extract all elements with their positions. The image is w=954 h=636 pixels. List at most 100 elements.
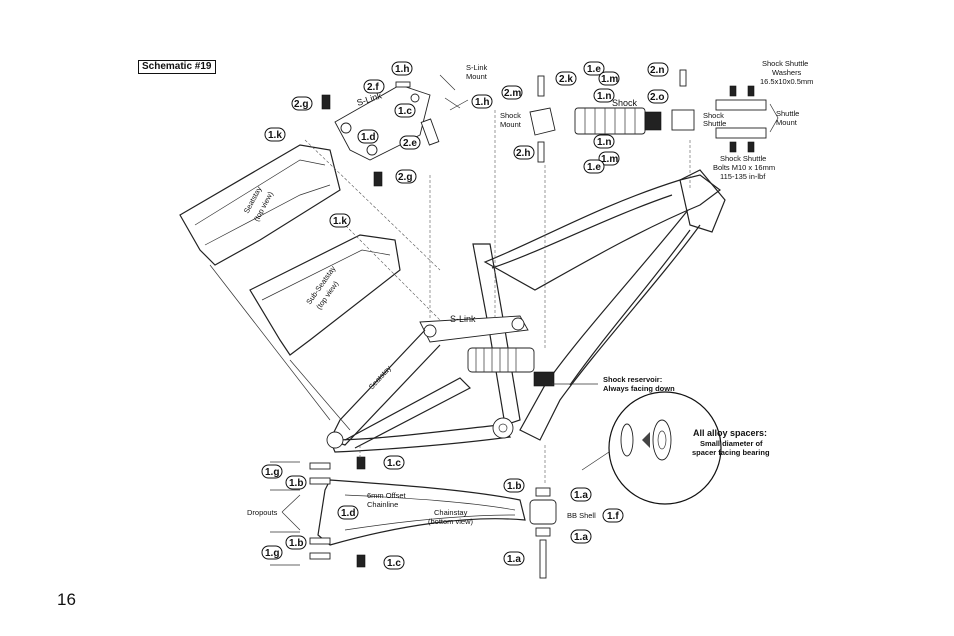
callout-1a-mid: 1.a bbox=[570, 529, 592, 544]
svg-text:2.n: 2.n bbox=[650, 65, 664, 76]
sub-seatstay-assembled bbox=[344, 377, 472, 449]
bb-shell-core bbox=[498, 423, 508, 433]
callout-1c-chainstay-top: 1.c bbox=[383, 455, 405, 470]
sub-seatstay-top-view bbox=[249, 234, 401, 356]
svg-text:1.c: 1.c bbox=[387, 558, 401, 569]
dropout-hardware-1 bbox=[309, 462, 331, 470]
chainstay-label-1: Chainstay bbox=[434, 508, 468, 517]
seatstay-top-view bbox=[179, 144, 341, 266]
dropout-hardware-4 bbox=[309, 552, 331, 560]
chainstay-body bbox=[317, 479, 526, 546]
s-link-hole-a bbox=[340, 122, 352, 134]
svg-text:2.f: 2.f bbox=[367, 82, 379, 93]
shock-reservoir bbox=[533, 371, 555, 387]
s-link-hole-b bbox=[366, 144, 378, 156]
chainstay-inner-top bbox=[344, 494, 516, 511]
bolt-2f bbox=[395, 81, 411, 88]
rear-dropout-assembled bbox=[326, 431, 344, 449]
bb-bearing-bottom bbox=[535, 527, 551, 537]
shock-reservoir-label-1: Shock reservoir: bbox=[603, 375, 662, 384]
callouts: 1.h 2.f 1.h 2.g 1.c 1.k 1.d 2.e 2.g 1.k … bbox=[261, 61, 669, 570]
svg-text:1.d: 1.d bbox=[361, 132, 375, 143]
bearing-2g-bottom bbox=[373, 171, 383, 187]
shock-assembled bbox=[467, 347, 535, 373]
shock-mount-label-2: Mount bbox=[500, 120, 522, 129]
bb-shell-exploded bbox=[529, 487, 557, 579]
shock-bolt-bottom bbox=[537, 141, 545, 163]
chainstay-assembled bbox=[329, 424, 512, 453]
s-link-pivot-front bbox=[423, 324, 437, 338]
alloy-spacers-title: All alloy spacers: bbox=[693, 428, 767, 438]
svg-text:1.d: 1.d bbox=[341, 508, 355, 519]
seatstay-assembled bbox=[329, 329, 441, 446]
svg-text:1.b: 1.b bbox=[289, 538, 303, 549]
svg-text:1.n: 1.n bbox=[597, 137, 611, 148]
shock-shuttle-label-2: Shuttle bbox=[703, 119, 726, 128]
head-tube bbox=[679, 169, 726, 233]
callout-2k: 2.k bbox=[555, 71, 577, 86]
svg-text:1.c: 1.c bbox=[398, 106, 412, 117]
alloy-spacer-detail bbox=[608, 391, 722, 505]
shock-mount-label-1: Shock bbox=[500, 111, 521, 120]
svg-text:1.g: 1.g bbox=[265, 548, 279, 559]
seatstay-frame-label: Seatstay bbox=[367, 363, 393, 391]
bb-axle bbox=[539, 539, 547, 579]
svg-text:2.g: 2.g bbox=[398, 172, 412, 183]
callout-2m: 2.m bbox=[501, 85, 523, 100]
leader-subseatstay bbox=[289, 359, 351, 431]
svg-text:2.o: 2.o bbox=[650, 92, 664, 103]
spacer-small-end bbox=[620, 423, 634, 457]
top-tube bbox=[483, 174, 721, 291]
spacer-bearing bbox=[652, 419, 672, 461]
dropout-hardware-2 bbox=[309, 477, 331, 485]
dropout-hardware-3 bbox=[309, 537, 331, 545]
shuttle-bolt-2 bbox=[747, 85, 755, 97]
spacer-direction-arrow-icon bbox=[642, 432, 650, 448]
s-link-mount-hardware bbox=[439, 74, 469, 111]
seatstay-top-edge-2 bbox=[204, 184, 331, 246]
svg-text:1.h: 1.h bbox=[475, 97, 489, 108]
s-link-exploded bbox=[321, 74, 469, 187]
offset-chainline-label-2: Chainline bbox=[367, 500, 398, 509]
shuttle-mount-bracket bbox=[769, 103, 779, 133]
shock-body bbox=[574, 107, 646, 135]
dropouts-leader bbox=[281, 494, 301, 531]
callout-1g-bottom: 1.g bbox=[261, 545, 283, 560]
callout-1c-chainstay-bottom: 1.c bbox=[383, 555, 405, 570]
shuttle-mount-label-2: Mount bbox=[776, 118, 798, 127]
axle-2e bbox=[420, 118, 440, 146]
callout-1d-top: 1.d bbox=[357, 129, 379, 144]
svg-text:1.f: 1.f bbox=[607, 511, 619, 522]
shock-eyelet bbox=[644, 111, 662, 131]
shock-shuttle-part bbox=[671, 109, 695, 131]
chainstay-bearing-bottom bbox=[356, 554, 366, 568]
callout-1e-top: 1.e bbox=[583, 61, 605, 76]
bb-shell-part bbox=[529, 499, 557, 525]
chainstay-bearing-top bbox=[356, 456, 366, 470]
bolt-2n bbox=[679, 69, 687, 87]
callout-1n-top: 1.n bbox=[593, 88, 615, 103]
callout-1c-top: 1.c bbox=[394, 103, 416, 118]
svg-text:2.m: 2.m bbox=[504, 88, 521, 99]
offset-chainline-label-1: 6mm Offset bbox=[367, 491, 407, 500]
svg-text:2.k: 2.k bbox=[559, 74, 573, 85]
dropouts-label: Dropouts bbox=[247, 508, 278, 517]
bb-bearing-top bbox=[535, 487, 551, 497]
callout-1n-bottom: 1.n bbox=[593, 134, 615, 149]
spacer-bearing-bore bbox=[657, 430, 667, 450]
page-number: 16 bbox=[57, 590, 76, 609]
shuttle-mount-label-1: Shuttle bbox=[776, 109, 799, 118]
sub-seatstay-body bbox=[249, 234, 401, 356]
callout-2h: 2.h bbox=[513, 145, 535, 160]
svg-text:1.k: 1.k bbox=[333, 216, 347, 227]
s-link-pivot-rear bbox=[511, 317, 525, 331]
callout-1f: 1.f bbox=[602, 508, 624, 523]
shuttle-bolts-label-1: Shock Shuttle bbox=[720, 154, 766, 163]
svg-text:1.m: 1.m bbox=[601, 74, 618, 85]
bb-shell-assembled bbox=[492, 417, 514, 439]
chainstay-exploded bbox=[270, 456, 526, 568]
callout-2g-top: 2.g bbox=[291, 96, 313, 111]
bb-shell-label: BB Shell bbox=[567, 511, 596, 520]
svg-text:2.h: 2.h bbox=[516, 148, 530, 159]
shock-mount-part bbox=[529, 107, 556, 136]
